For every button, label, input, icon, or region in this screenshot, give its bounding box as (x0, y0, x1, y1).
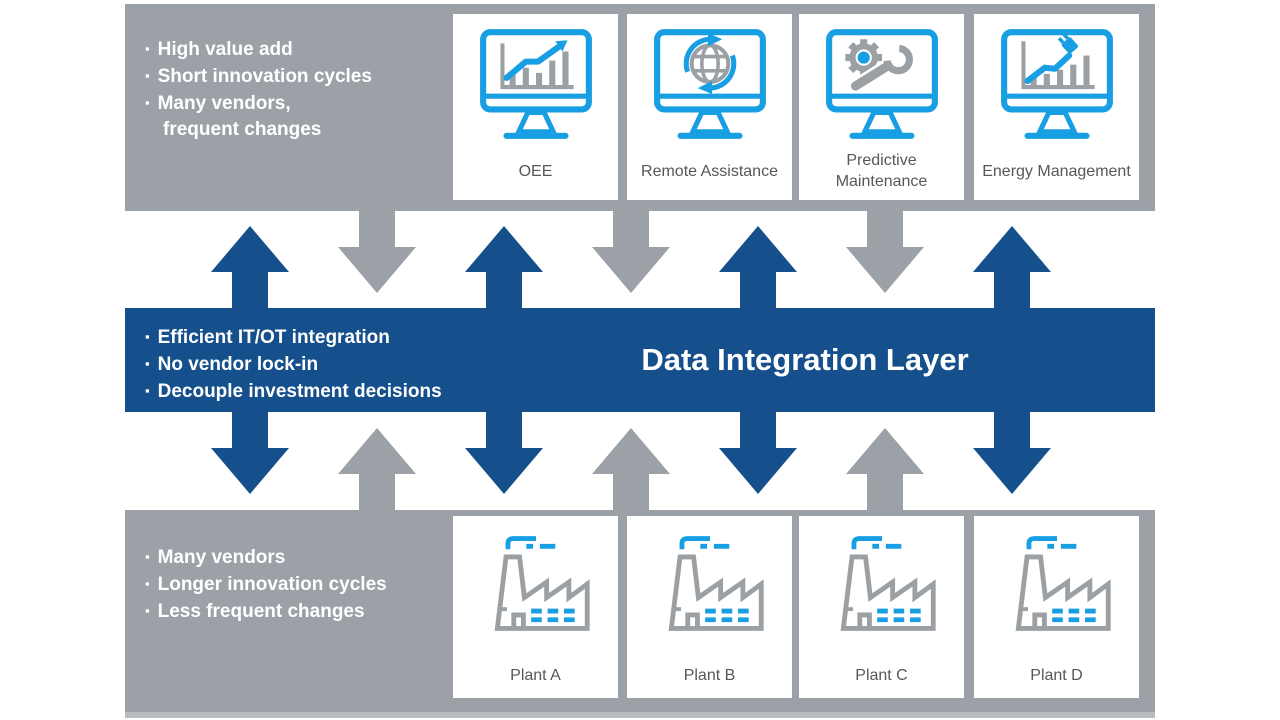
app-card-energy-management: Energy Management (974, 14, 1139, 200)
plant-card-a: Plant A (453, 516, 618, 698)
down-arrow-icon (465, 412, 543, 494)
factory-icon (652, 526, 768, 642)
app-card-predictive-maintenance: Predictive Maintenance (799, 14, 964, 200)
plant-card-c: Plant C (799, 516, 964, 698)
down-arrow-icon (592, 211, 670, 293)
bullet-item: Many vendors (145, 544, 475, 571)
bullet-item: Longer innovation cycles (145, 571, 475, 598)
applications-bullet-list: High value add Short innovation cycles M… (145, 36, 455, 143)
monitor-globe-sync-icon (649, 27, 771, 141)
bullet-item: Decouple investment decisions (145, 378, 475, 405)
monitor-bar-chart-trend-icon (475, 27, 597, 141)
down-arrow-icon (211, 412, 289, 494)
down-arrow-icon (973, 412, 1051, 494)
app-card-remote-assistance: Remote Assistance (627, 14, 792, 200)
app-card-label: Predictive Maintenance (835, 152, 928, 190)
up-arrow-icon (211, 226, 289, 308)
monitor-energy-plug-icon (996, 27, 1118, 141)
integration-bullet-list: Efficient IT/OT integration No vendor lo… (145, 324, 475, 405)
up-arrow-icon (719, 226, 797, 308)
plant-card-label: Plant B (683, 666, 736, 684)
up-arrow-icon (338, 428, 416, 510)
band-shadow (125, 712, 1155, 718)
down-arrow-icon (719, 412, 797, 494)
plants-bullet-list: Many vendors Longer innovation cycles Le… (145, 544, 475, 625)
factory-icon (824, 526, 940, 642)
bullet-item: Short innovation cycles (145, 63, 455, 90)
bullet-item: No vendor lock-in (145, 351, 475, 378)
app-card-label: OEE (518, 162, 553, 180)
up-arrow-icon (846, 428, 924, 510)
layer-title: Data Integration Layer (641, 342, 969, 377)
factory-icon (999, 526, 1115, 642)
up-arrow-icon (973, 226, 1051, 308)
up-arrow-icon (592, 428, 670, 510)
bullet-item: Less frequent changes (145, 598, 475, 625)
factory-icon (478, 526, 594, 642)
app-card-label: Energy Management (982, 162, 1131, 180)
plant-card-label: Plant A (510, 666, 561, 684)
down-arrow-icon (846, 211, 924, 293)
up-arrow-icon (465, 226, 543, 308)
monitor-gear-wrench-icon (821, 27, 943, 141)
plant-card-label: Plant C (855, 666, 908, 684)
plant-card-label: Plant D (1030, 666, 1083, 684)
app-card-label: Remote Assistance (641, 162, 778, 180)
bullet-item: High value add (145, 36, 455, 63)
bullet-item: Efficient IT/OT integration (145, 324, 475, 351)
bullet-item: Many vendors, frequent changes (145, 90, 455, 143)
app-card-oee: OEE (453, 14, 618, 200)
down-arrow-icon (338, 211, 416, 293)
plant-card-d: Plant D (974, 516, 1139, 698)
plant-card-b: Plant B (627, 516, 792, 698)
